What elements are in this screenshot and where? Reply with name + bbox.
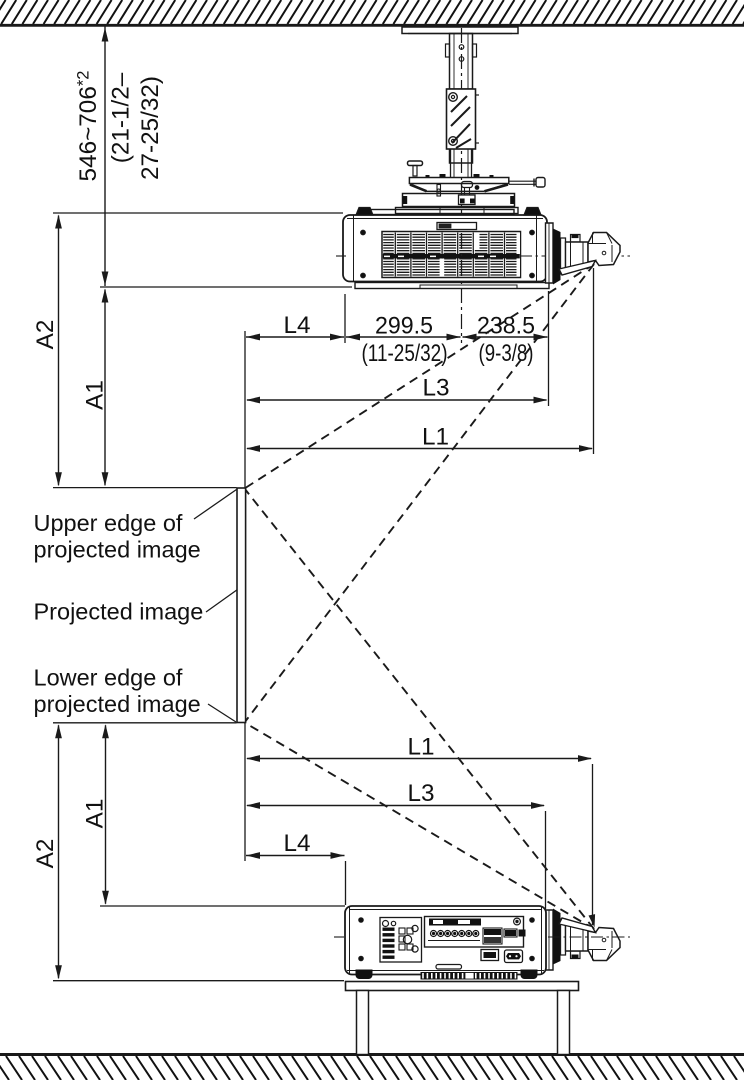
svg-text:238.5: 238.5 (477, 313, 535, 340)
svg-text:A2: A2 (32, 320, 59, 350)
svg-text:projected image: projected image (34, 537, 201, 563)
svg-text:546~706*2: 546~706*2 (75, 71, 103, 182)
svg-text:A1: A1 (82, 380, 109, 410)
svg-text:27-25/32): 27-25/32) (137, 76, 164, 180)
svg-text:Projected image: Projected image (34, 599, 204, 625)
svg-text:projected image: projected image (34, 691, 201, 717)
svg-text:(21-1/2–: (21-1/2– (108, 72, 135, 163)
svg-text:L4: L4 (283, 312, 310, 339)
svg-text:L4: L4 (283, 830, 310, 857)
svg-text:L1: L1 (407, 734, 434, 761)
svg-text:L3: L3 (422, 375, 449, 402)
svg-text:Upper edge of: Upper edge of (34, 510, 183, 536)
svg-text:(11-25/32): (11-25/32) (362, 340, 448, 367)
svg-text:A1: A1 (82, 799, 109, 829)
svg-text:L3: L3 (407, 780, 434, 807)
svg-text:Lower edge of: Lower edge of (34, 665, 183, 691)
svg-text:L1: L1 (422, 424, 449, 451)
svg-text:299.5: 299.5 (375, 313, 433, 340)
svg-text:A2: A2 (32, 839, 59, 869)
svg-text:(9-3/8): (9-3/8) (479, 340, 534, 367)
